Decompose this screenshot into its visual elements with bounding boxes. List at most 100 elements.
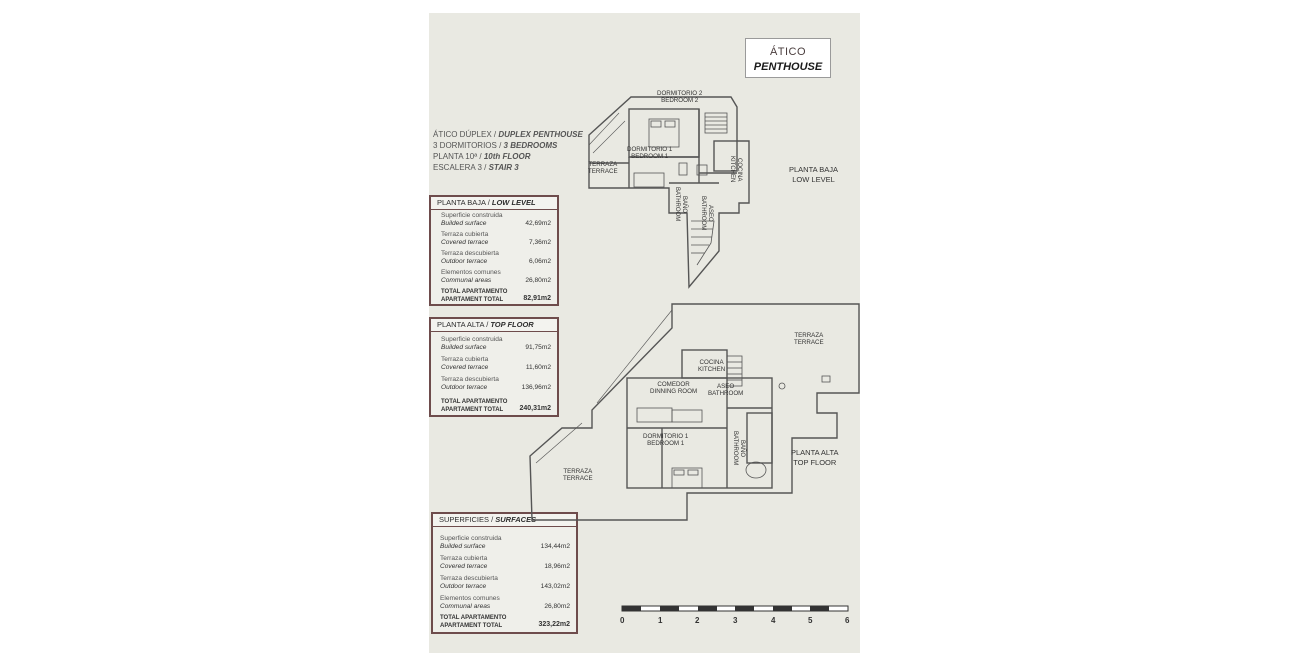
summary-es: 3 DORMITORIOS / [433,141,504,150]
total-value: 82,91m2 [523,295,551,302]
summary-es: ESCALERA 3 / [433,163,489,172]
summary-en: 10th FLOOR [483,152,531,161]
label-es: TERRAZA [588,161,618,168]
label-en: DINNING ROOM [650,388,698,395]
label-es: DORMITORIO 1 [627,146,673,153]
header-es: PLANTA ALTA / [437,320,491,329]
row-value: 136,96m2 [521,384,551,391]
summary-line-bedrooms: 3 DORMITORIOS / 3 BEDROOMS [433,140,583,151]
label-en: BATHROOM [732,431,738,466]
row-value: 7,36m2 [529,239,551,246]
summary-en: DUPLEX PENTHOUSE [498,130,583,139]
row-label-en: Covered terrace [441,239,489,246]
row-label-en: Builded surface [440,543,486,550]
total-value: 240,31m2 [519,405,551,412]
label-en: KITCHEN [698,366,726,373]
summary-line-type: ÁTICO DÚPLEX / DUPLEX PENTHOUSE [433,129,583,140]
label-en: TERRACE [563,475,593,482]
row-label-es: Superficie construida [441,336,503,343]
title-spanish: ÁTICO [769,46,807,58]
low-level-floorplan [588,96,750,289]
row-label-en: Outdoor terrace [441,258,488,265]
level-en: LOW LEVEL [792,175,835,184]
label-en: TERRACE [588,168,618,175]
label-en: BATHROOM [674,187,680,222]
row-label-es: Elementos comunes [441,269,501,276]
row-label-es: Terraza cubierta [441,231,489,238]
level-es: PLANTA BAJA [789,165,839,174]
summary-line-floor: PLANTA 10ª / 10th FLOOR [433,151,583,162]
row-label-es: Superficie construida [440,535,502,542]
top-floor-table-header: PLANTA ALTA / TOP FLOOR [430,318,558,332]
row-value: 26,80m2 [525,277,551,284]
header-en: LOW LEVEL [491,198,536,207]
row-value: 11,60m2 [525,364,551,371]
top-floor-floorplan [529,303,860,521]
row-value: 26,80m2 [544,603,570,610]
surfaces-table: SUPERFICIES / SURFACES Superficie constr… [431,512,578,634]
label-es: BAÑO [681,195,687,213]
row-label-en: Builded surface [441,220,487,227]
label-en: BEDROOM 1 [631,153,669,160]
label-es: COMEDOR [657,381,690,388]
row-label-en: Communal areas [441,277,492,284]
row-label-en: Communal areas [440,603,491,610]
label-es: TERRAZA [794,332,824,339]
row-label-en: Covered terrace [440,563,488,570]
row-label-es: Terraza descubierta [440,575,498,582]
summary-en: 3 BEDROOMS [503,141,558,150]
label-es: ASEO [717,383,735,390]
row-label-en: Builded surface [441,344,487,351]
total-label-es: TOTAL APARTAMENTO [441,399,508,405]
total-label-en: APARTAMENT TOTAL [441,297,504,303]
row-label-es: Terraza descubierta [441,250,499,257]
label-en: TERRACE [794,339,824,346]
row-label-es: Elementos comunes [440,595,500,602]
title-box: ÁTICO PENTHOUSE [745,38,831,78]
row-value: 6,06m2 [529,258,551,265]
total-label-en: APARTAMENT TOTAL [441,407,504,413]
low-level-table: PLANTA BAJA / LOW LEVEL Superficie const… [429,195,559,306]
summary-en: STAIR 3 [488,163,519,172]
scale-tick: 1 [658,616,663,625]
label-en: BEDROOM 1 [647,440,685,447]
label-es: DORMITORIO 2 [657,90,703,97]
scale-tick: 2 [695,616,700,625]
row-label-es: Terraza cubierta [441,356,489,363]
summary-es: ÁTICO DÚPLEX / [433,130,499,139]
row-value: 143,02m2 [540,583,570,590]
row-value: 134,44m2 [540,543,570,550]
label-es: ASEO [707,204,713,222]
low-level-table-header: PLANTA BAJA / LOW LEVEL [430,196,558,210]
apartment-summary: ÁTICO DÚPLEX / DUPLEX PENTHOUSE 3 DORMIT… [433,129,583,173]
row-value: 18,96m2 [544,563,570,570]
scale-tick: 6 [845,616,850,625]
surfaces-table-header: SUPERFICIES / SURFACES [432,513,577,527]
header-en: TOP FLOOR [490,320,534,329]
row-value: 42,69m2 [525,220,551,227]
summary-es: PLANTA 10ª / [433,152,484,161]
